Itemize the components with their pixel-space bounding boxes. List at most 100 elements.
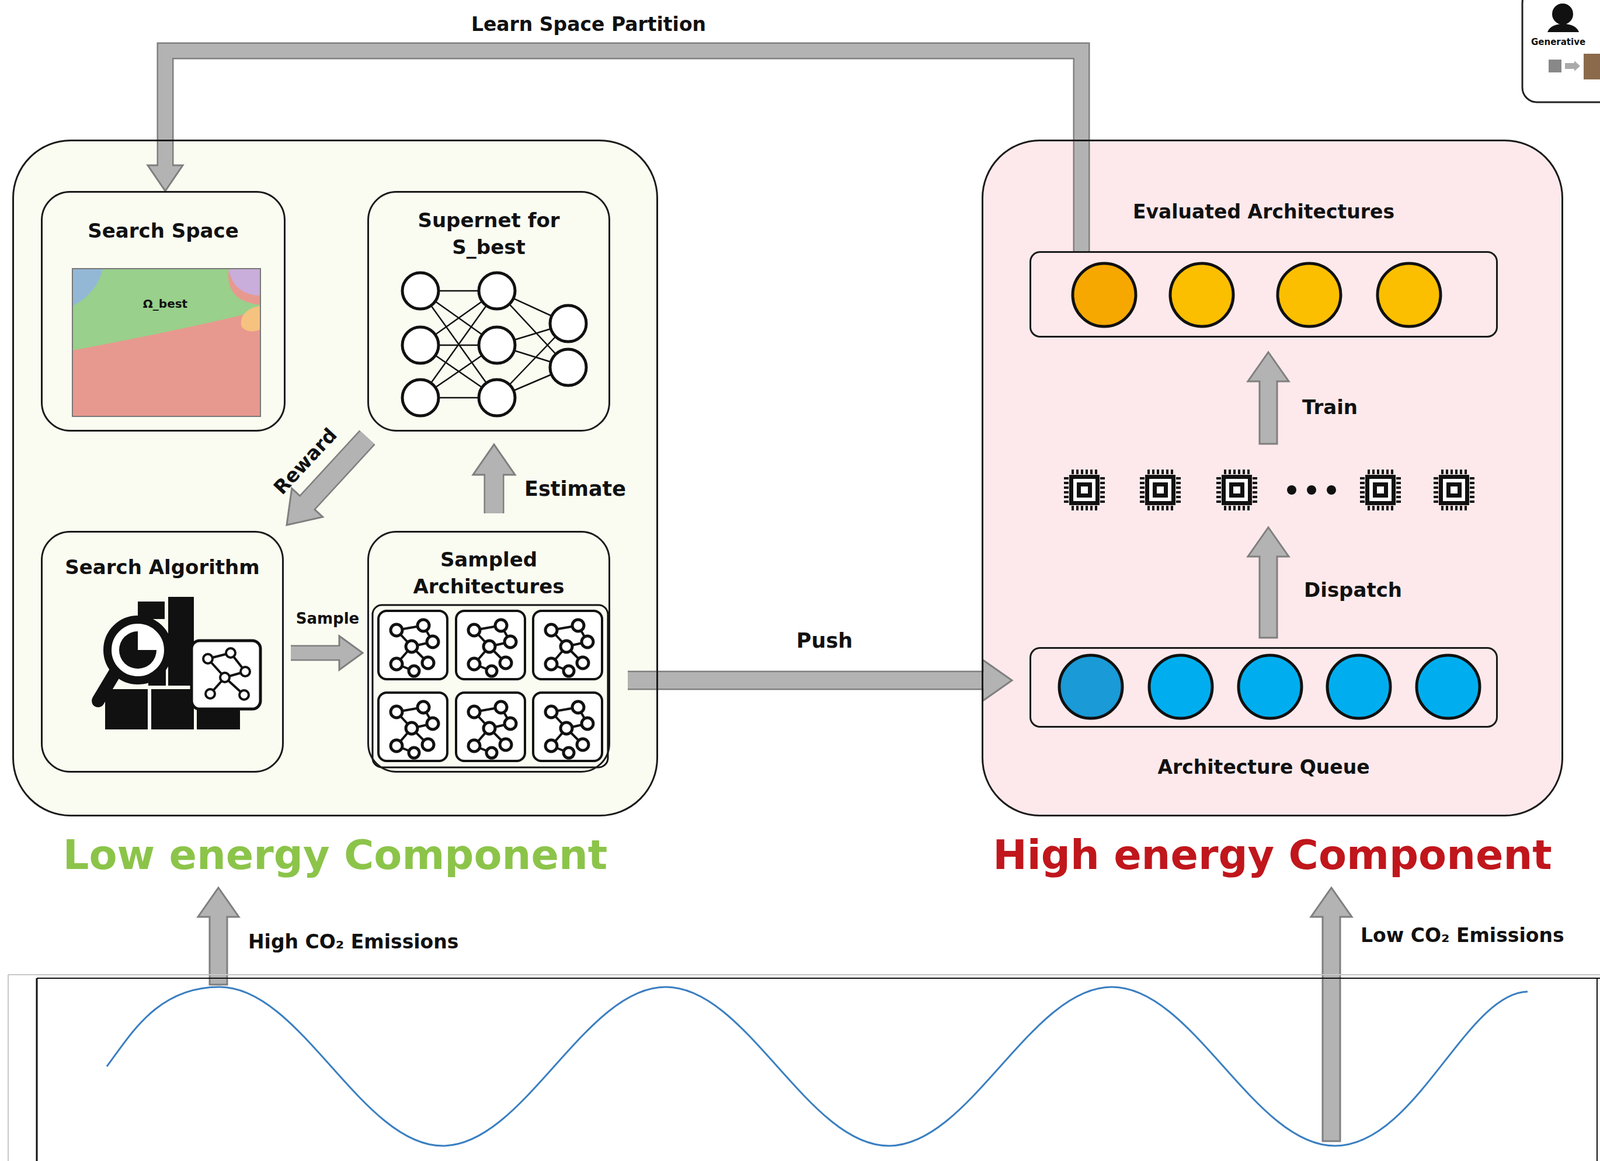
- drawing-part: [478, 327, 516, 364]
- drawing-part: [1583, 53, 1600, 80]
- drawing-part: [1170, 263, 1234, 327]
- inset-label: Generative: [1531, 36, 1586, 48]
- drawing-part: [402, 272, 439, 309]
- drawing-part: [191, 640, 261, 709]
- drawing-part: [197, 887, 239, 985]
- panel-fill: [12, 139, 659, 817]
- component-heading: High energy Component: [992, 831, 1553, 879]
- drawing-part: [241, 305, 261, 332]
- drawing-part: [1377, 263, 1441, 327]
- drawing-part: [533, 610, 603, 680]
- drawing-part: [220, 672, 230, 683]
- drawing-part: [203, 654, 213, 664]
- drawing-part: [1247, 527, 1289, 638]
- arrow-label: Dispatch: [1303, 578, 1403, 603]
- drawing-part: [8, 974, 1600, 976]
- cropped-inset: [1522, 0, 1600, 103]
- drawing-part: [119, 631, 157, 669]
- drawing-part: [168, 596, 194, 686]
- drawing-part: [1522, 0, 1600, 103]
- drawing-part: [550, 349, 587, 386]
- emission-label: Low CO₂ Emissions: [1360, 923, 1565, 948]
- module-box: Search Space: [40, 190, 286, 432]
- arrow-head-outline: [982, 659, 1012, 701]
- arrow-shaft-outline: [290, 645, 340, 662]
- drawing-part: [72, 268, 261, 351]
- arrow-head-outline: [286, 488, 323, 525]
- flow-arrow: [472, 444, 516, 514]
- module-box: Supernet for S_best: [367, 190, 611, 432]
- component-heading: Evaluated Architectures: [1132, 200, 1395, 224]
- drawing-part: [402, 327, 439, 364]
- box-title: Search Algorithm: [48, 555, 277, 580]
- queue-circles: [1059, 655, 1480, 719]
- drawing-part: [107, 619, 169, 681]
- drawing-part: [205, 689, 215, 699]
- drawing-part: [456, 610, 525, 680]
- arrow-shaft-outline: [627, 670, 983, 691]
- arrow-head-outline: [472, 444, 516, 475]
- drawing-part: [1435, 471, 1473, 509]
- drawing-part: [1362, 471, 1399, 509]
- drawing-part: [478, 272, 516, 309]
- drawing-part: [72, 268, 103, 306]
- region-label: Ω_best: [143, 296, 188, 311]
- gpu-row: [1066, 471, 1473, 509]
- drawing-part: [402, 272, 587, 416]
- drawing-part: [478, 379, 516, 416]
- drawing-part: [7, 974, 9, 1161]
- arrow-head-outline: [147, 165, 183, 191]
- drawing-part: [1596, 978, 1598, 1161]
- drawing-part: [1142, 471, 1179, 509]
- arrow-label: Train: [1302, 395, 1358, 420]
- drawing-part: [72, 268, 261, 417]
- drawing-part: [1287, 485, 1297, 495]
- drawing-part: [1327, 655, 1391, 719]
- arrow-head: [982, 659, 1012, 701]
- flow-arrow: [147, 50, 1082, 252]
- arrow-shaft: [290, 646, 340, 660]
- component-panel: High energy ComponentEvaluated Architect…: [981, 139, 1564, 817]
- edge-label: Reward: [268, 423, 342, 500]
- box-title: Search Space: [54, 218, 273, 243]
- drawing-part: [1416, 655, 1480, 719]
- drawing-part: [378, 610, 448, 680]
- drawing-part: [239, 690, 249, 700]
- search-algorithm-icon: [98, 596, 261, 730]
- drawing-part: [203, 648, 250, 700]
- evaluated-circles: [1072, 263, 1441, 327]
- drawing-part: [151, 689, 194, 730]
- supernet-graph: [402, 272, 587, 416]
- box-title: Sampled Architectures: [392, 545, 586, 600]
- drawing-part: [225, 648, 236, 658]
- drawing-part: [1548, 59, 1562, 73]
- drawing-part: [1552, 3, 1574, 25]
- drawing-part: [1238, 655, 1302, 719]
- edge-label: Estimate: [524, 476, 626, 502]
- arrow-head: [472, 444, 516, 475]
- drawing-part: [372, 604, 608, 768]
- emission-chart: [8, 974, 1600, 1161]
- drawing-part: [36, 978, 38, 1161]
- arrow-head: [147, 165, 183, 191]
- search-space-map: [72, 268, 261, 417]
- flow-arrow: [627, 659, 1012, 701]
- sampled-architectures-grid: [372, 604, 608, 768]
- architecture-row: Evaluated Architectures: [1029, 251, 1498, 338]
- drawing-part: [550, 305, 587, 342]
- drawing-part: [1059, 655, 1123, 719]
- arrow-shaft: [165, 50, 1082, 252]
- arrow-shaft: [627, 672, 983, 689]
- drawing-part: [1066, 471, 1103, 509]
- drawing-part: [1310, 887, 1352, 1142]
- arrow-head: [286, 488, 323, 525]
- arrow-shaft-outline: [165, 50, 1082, 252]
- drawing-part: [1326, 485, 1337, 495]
- edge-label: Sample: [296, 609, 360, 628]
- box-title: Supernet for S_best: [392, 206, 586, 261]
- drawing-part: [228, 268, 261, 296]
- edge-label: Push: [796, 628, 853, 653]
- drawing-part: [402, 379, 439, 416]
- drawing-part: [1218, 471, 1255, 509]
